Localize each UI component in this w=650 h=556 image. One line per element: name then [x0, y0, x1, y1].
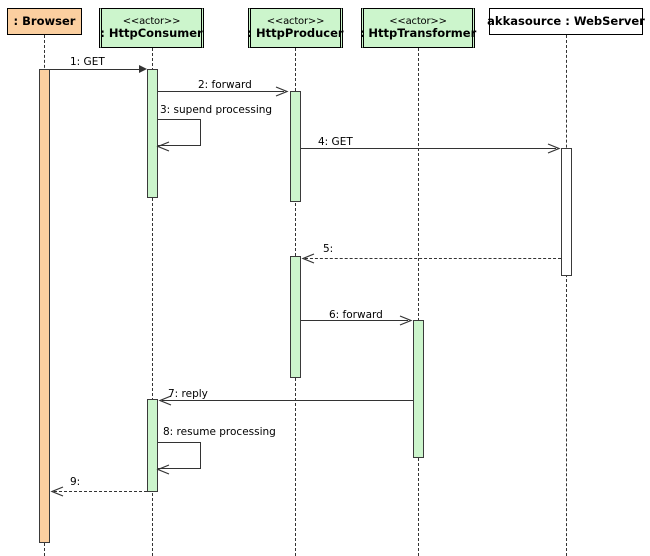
participant-name-httpproducer: : HttpProducer — [247, 26, 344, 41]
message-line-9 — [54, 491, 147, 492]
participant-name-webserver: akkasource : WebServer — [487, 13, 645, 28]
message-line-5 — [305, 258, 561, 259]
activation-httpconsumer-1 — [147, 69, 158, 198]
message-label-6: 6: forward — [329, 309, 383, 321]
message-label-5: 5: — [323, 243, 334, 255]
message-selfloop-3 — [158, 119, 201, 146]
participant-name-httptransformer: : HttpTransformer — [359, 26, 477, 41]
participant-name-httpconsumer: : HttpConsumer — [100, 26, 203, 41]
participant-header-httptransformer[interactable]: <<actor>> : HttpTransformer — [359, 8, 477, 48]
activation-httpproducer-2 — [290, 256, 301, 378]
participant-header-httpproducer[interactable]: <<actor>> : HttpProducer — [247, 8, 344, 48]
activation-httpproducer-1 — [290, 91, 301, 202]
participant-header-webserver[interactable]: akkasource : WebServer — [487, 8, 645, 35]
message-arrowhead-1 — [139, 65, 147, 73]
message-label-3: 3: supend processing — [160, 104, 273, 116]
message-label-7: 7: reply — [168, 388, 208, 400]
participant-header-browser[interactable]: : Browser — [7, 8, 82, 35]
stereotype-httptransformer: <<actor>> — [389, 15, 447, 27]
message-line-4 — [301, 148, 556, 149]
lifeline-httpconsumer — [152, 48, 153, 556]
message-label-9: 9: — [70, 476, 81, 488]
message-label-4: 4: GET — [318, 136, 353, 148]
lifeline-webserver — [566, 35, 567, 556]
message-line-7 — [162, 400, 413, 401]
lifeline-httptransformer — [418, 48, 419, 556]
participant-name-browser: : Browser — [13, 13, 76, 28]
participant-header-httpconsumer[interactable]: <<actor>> : HttpConsumer — [99, 8, 204, 48]
message-line-1 — [50, 69, 141, 70]
message-label-8: 8: resume processing — [163, 426, 276, 438]
stereotype-httpconsumer: <<actor>> — [122, 15, 181, 27]
activation-webserver-1 — [561, 148, 572, 276]
activation-httpconsumer-2 — [147, 399, 158, 492]
message-label-2: 2: forward — [198, 79, 252, 91]
stereotype-httpproducer: <<actor>> — [266, 15, 325, 27]
message-label-1: 1: GET — [70, 56, 105, 68]
message-selfloop-8 — [158, 442, 201, 469]
message-line-2 — [158, 91, 284, 92]
message-line-6 — [301, 320, 408, 321]
activation-browser — [39, 69, 50, 543]
activation-httptransformer-1 — [413, 320, 424, 458]
